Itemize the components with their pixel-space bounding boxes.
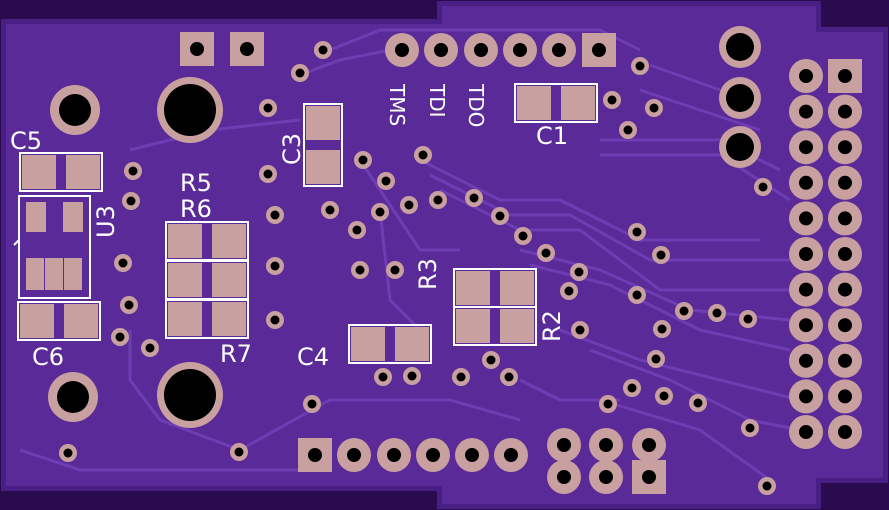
- label-r6: R6: [180, 195, 212, 223]
- header-2x11: [789, 59, 862, 449]
- header-2x3: [547, 428, 666, 494]
- label-r5: R5: [180, 169, 212, 197]
- label-c4: C4: [297, 343, 329, 371]
- label-r2: R2: [538, 310, 566, 342]
- label-c3: C3: [278, 133, 306, 165]
- label-c5: C5: [10, 127, 42, 155]
- silkscreen-labels: C5 C6 R5 R6 R7 C4 C1 U3 C3 R3 R2 TMS TDI…: [10, 83, 568, 371]
- label-tdi: TDI: [425, 83, 449, 118]
- jtag-header-top: [385, 33, 616, 67]
- label-u3: U3: [92, 205, 120, 238]
- trace-group: [19, 28, 801, 482]
- smd-components: [13, 83, 598, 364]
- label-c6: C6: [32, 343, 64, 371]
- via-group: [59, 41, 776, 495]
- label-r3: R3: [414, 258, 442, 290]
- label-tms: TMS: [385, 83, 409, 126]
- top-left-pads: [180, 32, 264, 66]
- copper-pour: [6, 6, 883, 504]
- label-r7: R7: [220, 340, 252, 368]
- bottom-header: [298, 438, 528, 472]
- label-tdo: TDO: [464, 83, 488, 127]
- label-c1: C1: [536, 122, 568, 150]
- mounting-holes: [48, 26, 761, 428]
